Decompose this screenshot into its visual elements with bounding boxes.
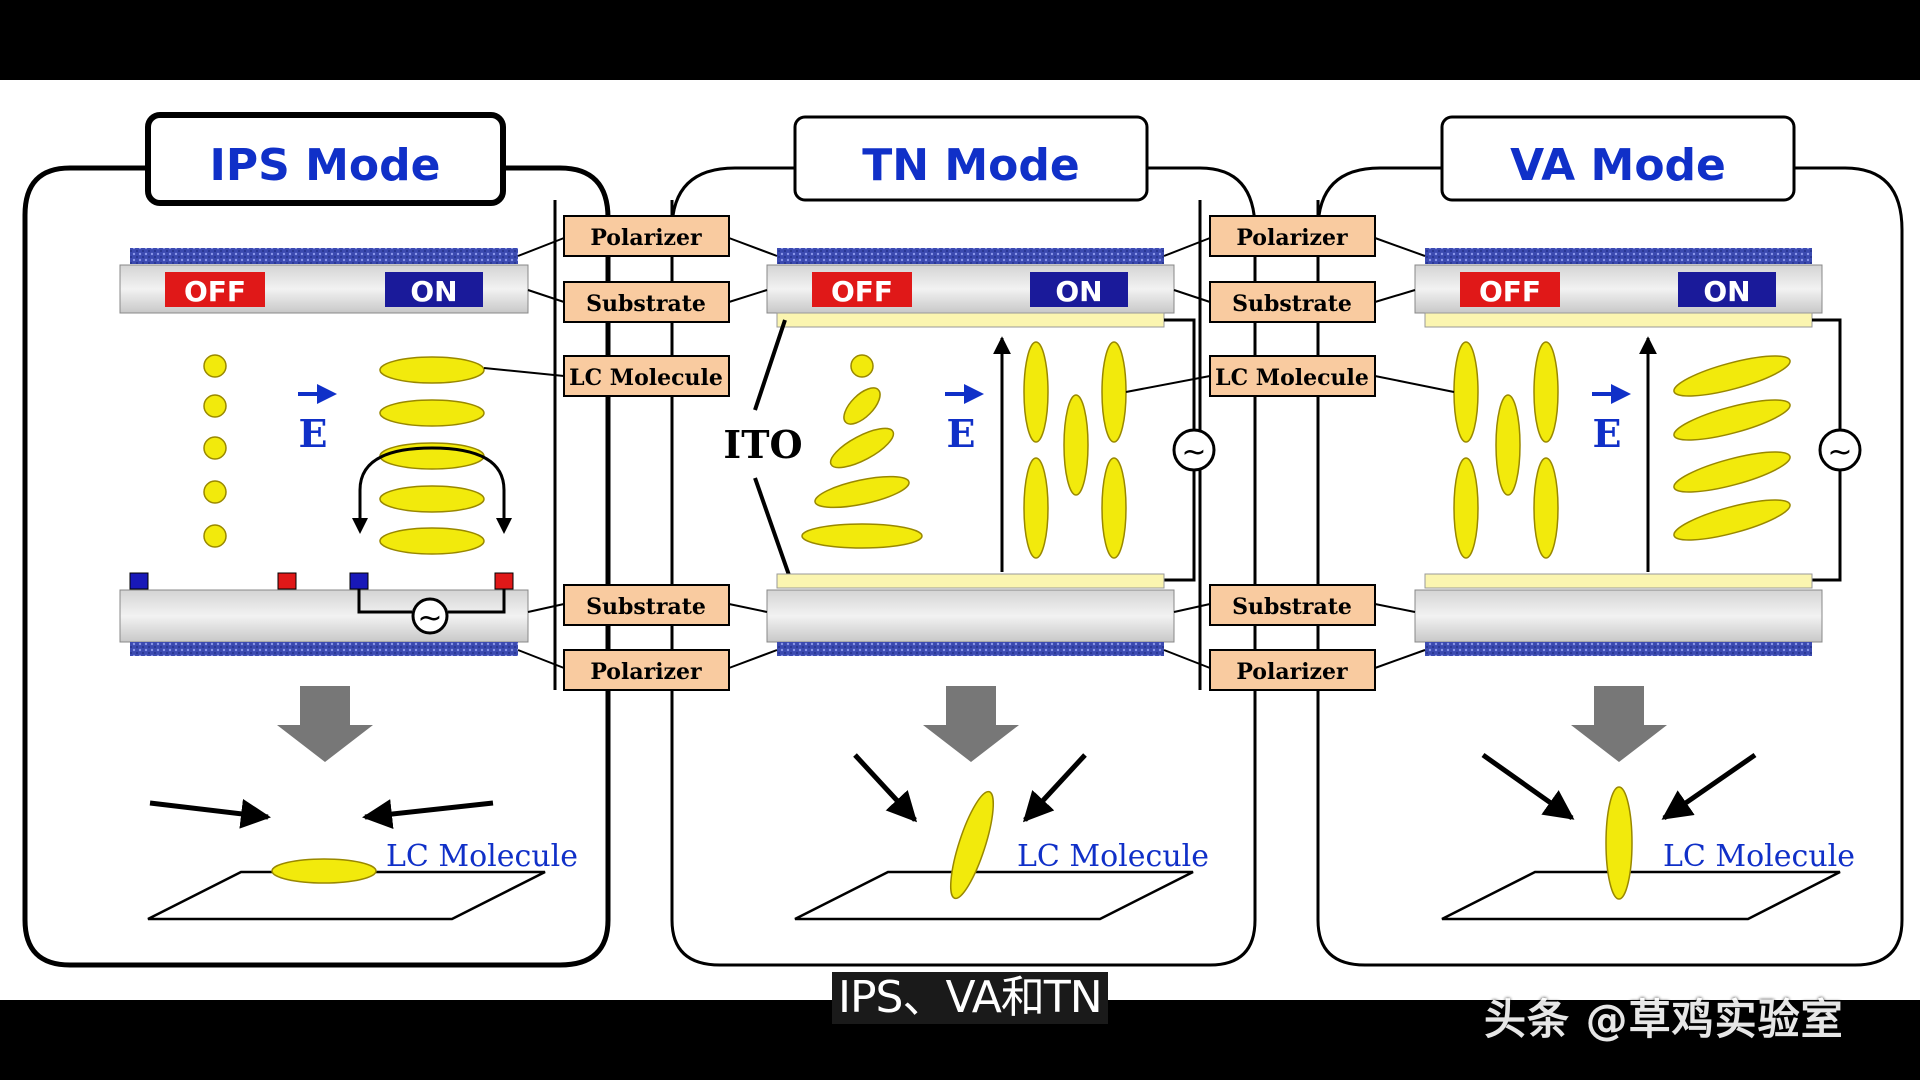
ips-off-label: OFF bbox=[184, 275, 246, 308]
substrate-label: Substrate bbox=[1232, 291, 1352, 317]
va-result-molecule bbox=[1605, 786, 1633, 900]
labels-left: Polarizer Substrate LC Molecule Substrat… bbox=[483, 215, 778, 691]
label-box bbox=[563, 649, 730, 691]
va-off-molecules bbox=[1453, 341, 1559, 559]
tn-bottom-polarizer bbox=[777, 642, 1164, 656]
va-bottom-substrate bbox=[1414, 589, 1823, 643]
ips-caption: LC Molecule bbox=[386, 839, 578, 874]
tn-bottom-substrate bbox=[766, 589, 1175, 643]
tn-off-molecules bbox=[801, 354, 923, 549]
label-box bbox=[563, 215, 730, 257]
ips-on-badge bbox=[385, 272, 483, 307]
tn-down-arrow bbox=[923, 686, 1019, 762]
tn-result-molecule bbox=[949, 790, 995, 900]
ips-plane bbox=[147, 870, 546, 921]
va-caption: LC Molecule bbox=[1663, 839, 1855, 874]
polarizer-label: Polarizer bbox=[1236, 225, 1348, 251]
va-top-ito bbox=[1424, 312, 1813, 328]
va-off-badge bbox=[1460, 272, 1560, 307]
ips-title: IPS Mode bbox=[210, 140, 441, 191]
ips-down-arrow bbox=[277, 686, 373, 762]
label-box bbox=[1209, 215, 1376, 257]
ips-ac-source bbox=[411, 597, 449, 635]
ips-result-molecule bbox=[271, 858, 377, 884]
lc-molecule-label: LC Molecule bbox=[569, 365, 723, 391]
substrate-label: Substrate bbox=[586, 291, 706, 317]
va-title: VA Mode bbox=[1510, 140, 1726, 191]
va-on-badge bbox=[1678, 272, 1776, 307]
tn-off-badge bbox=[812, 272, 912, 307]
lc-molecule-label: LC Molecule bbox=[1215, 365, 1369, 391]
tn-on-molecules bbox=[1023, 341, 1127, 559]
substrate-label: Substrate bbox=[586, 594, 706, 620]
polarizer-label: Polarizer bbox=[1236, 659, 1348, 685]
ips-panel: IPS Mode OFF ON E bbox=[22, 112, 611, 968]
tn-on-label: ON bbox=[1055, 275, 1102, 308]
va-plane bbox=[1441, 870, 1841, 921]
va-top-polarizer bbox=[1425, 248, 1812, 264]
tn-panel: TN Mode OFF ON ITO E bbox=[670, 115, 1257, 967]
va-off-label: OFF bbox=[1479, 275, 1541, 308]
tn-field-label: E bbox=[947, 411, 976, 456]
tn-top-ito bbox=[776, 312, 1165, 328]
tn-bottom-ito bbox=[776, 573, 1165, 589]
ips-top-polarizer bbox=[130, 248, 518, 264]
substrate-label: Substrate bbox=[1232, 594, 1352, 620]
ips-field-loop bbox=[358, 446, 506, 528]
va-bottom-ito bbox=[1424, 573, 1813, 589]
ips-on-label: ON bbox=[410, 275, 457, 308]
va-on-molecules bbox=[1673, 355, 1791, 541]
watermark: 头条 @草鸡实验室 bbox=[1484, 995, 1844, 1044]
tn-on-badge bbox=[1030, 272, 1128, 307]
tn-off-label: OFF bbox=[831, 275, 893, 308]
label-box bbox=[1209, 584, 1376, 626]
va-title-box bbox=[1440, 115, 1796, 202]
tn-caption: LC Molecule bbox=[1017, 839, 1209, 874]
tn-top-polarizer bbox=[777, 248, 1164, 264]
ips-off-molecules bbox=[203, 354, 227, 548]
tn-title-box bbox=[793, 115, 1149, 202]
ips-panel-frame bbox=[22, 165, 611, 968]
ips-ac-symbol: ~ bbox=[417, 601, 442, 636]
polarizer-label: Polarizer bbox=[590, 225, 702, 251]
va-panel-frame bbox=[1316, 166, 1904, 967]
ips-field-label: E bbox=[299, 411, 328, 456]
tn-ac-source bbox=[1172, 428, 1216, 472]
va-on-label: ON bbox=[1703, 275, 1750, 308]
tn-panel-frame bbox=[670, 166, 1257, 967]
tn-ac-symbol: ~ bbox=[1181, 435, 1206, 470]
label-box bbox=[563, 584, 730, 626]
polarizer-label: Polarizer bbox=[590, 659, 702, 685]
va-ac-symbol: ~ bbox=[1827, 435, 1852, 470]
tn-ito-label: ITO bbox=[723, 422, 802, 467]
va-field-label: E bbox=[1593, 411, 1622, 456]
va-bottom-polarizer bbox=[1425, 642, 1812, 656]
ips-title-box bbox=[145, 112, 506, 206]
ips-electrode bbox=[349, 572, 369, 590]
label-box bbox=[563, 355, 730, 397]
ips-electrode bbox=[494, 572, 514, 590]
ips-electrode bbox=[129, 572, 149, 590]
tn-title: TN Mode bbox=[862, 140, 1080, 191]
tn-plane bbox=[794, 870, 1194, 921]
label-box bbox=[1209, 649, 1376, 691]
video-subtitle: IPS、VA和TN bbox=[832, 972, 1108, 1024]
va-panel: VA Mode OFF ON E ~ bbox=[1316, 115, 1904, 967]
ips-off-badge bbox=[165, 272, 265, 307]
va-down-arrow bbox=[1571, 686, 1667, 762]
ips-electrode bbox=[277, 572, 297, 590]
va-ac-source bbox=[1818, 428, 1862, 472]
ips-bottom-polarizer bbox=[130, 642, 518, 656]
label-box bbox=[1209, 281, 1376, 323]
ips-bottom-substrate bbox=[119, 589, 529, 643]
labels-right: Polarizer Substrate LC Molecule Substrat… bbox=[1125, 215, 1455, 691]
